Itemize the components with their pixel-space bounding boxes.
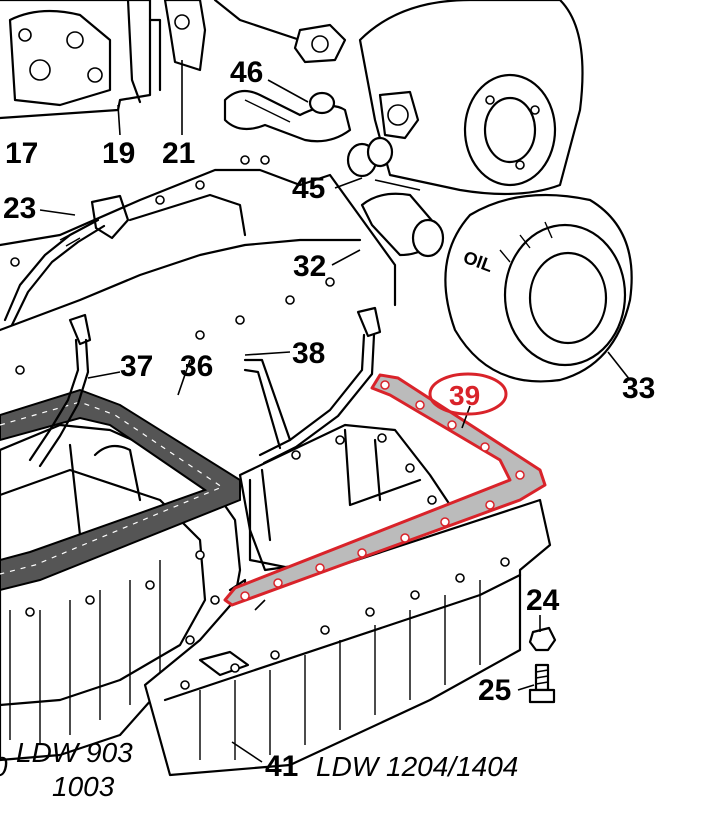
model-labels: 0 LDW 903 1003 LDW 1204/1404: [0, 737, 518, 802]
bolt-fitting: [213, 0, 347, 64]
dipstick-part: [3, 194, 130, 327]
label-45: 45: [292, 172, 325, 205]
right-oil-sump: [143, 423, 552, 777]
oil-filter-housing: [358, 0, 584, 196]
label-21: 21: [162, 137, 195, 170]
label-19: 19: [102, 137, 135, 170]
suction-tube-37: [28, 313, 92, 468]
model-right: LDW 1204/1404: [316, 751, 518, 782]
bolt-25: [528, 663, 556, 704]
label-36: 36: [180, 350, 213, 383]
model-left-line1: LDW 903: [16, 737, 133, 768]
engine-block-fragment: [0, 0, 162, 120]
label-32: 32: [293, 250, 326, 283]
label-39: 39: [449, 380, 480, 411]
label-38: 38: [292, 337, 325, 370]
left-gasket: [0, 388, 241, 592]
gasket-39: [223, 373, 547, 611]
engine-block-outline: [0, 155, 397, 375]
right-sump-holes: [180, 433, 510, 690]
drain-plug-24: [528, 626, 557, 652]
label-37: 37: [120, 350, 153, 383]
oil-filter-cartridge: OIL: [444, 193, 633, 383]
block-holes: [10, 155, 335, 375]
bracket-part: [163, 0, 207, 72]
hose-part: [223, 89, 352, 143]
model-left-line2: 1003: [52, 771, 115, 802]
label-41: 41: [265, 750, 298, 783]
label-23: 23: [3, 192, 36, 225]
filter-insert-part: [360, 192, 445, 258]
part-labels: 17 19 21 46 23 45 32 37 36 38 33 24 25 4…: [3, 56, 655, 783]
leader-lines: [39, 60, 631, 763]
model-left-cut: 0: [0, 751, 8, 782]
suction-tube-36: [243, 358, 292, 450]
label-33: 33: [622, 372, 655, 405]
label-25: 25: [478, 674, 511, 707]
label-17: 17: [5, 137, 38, 170]
fitting-part: [346, 136, 421, 191]
left-sump-holes: [25, 550, 220, 645]
callout-39-circle: [428, 372, 508, 416]
callout-39: 39: [428, 372, 508, 416]
label-24: 24: [526, 584, 560, 617]
label-46: 46: [230, 56, 263, 89]
gasket-39-holes: [240, 380, 525, 601]
